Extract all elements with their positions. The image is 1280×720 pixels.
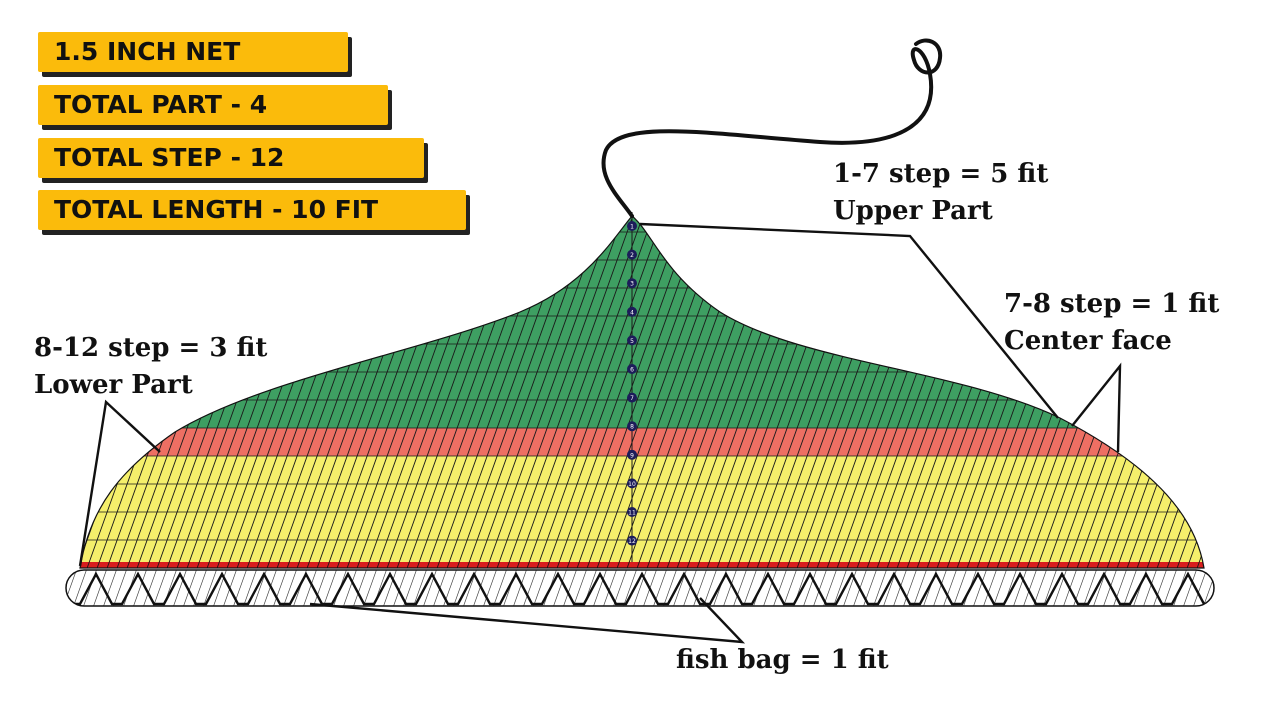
upper-part-label: 1-7 step = 5 fit Upper Part bbox=[833, 156, 1048, 230]
step-marker: 1 bbox=[627, 221, 637, 231]
upper-part-name: Upper Part bbox=[833, 196, 993, 226]
step-marker: 10 bbox=[627, 478, 637, 489]
step-marker: 11 bbox=[627, 507, 637, 517]
badge-net-size: 1.5 INCH NET bbox=[38, 32, 348, 72]
lower-part-step-text: 8-12 step = 3 fit bbox=[34, 333, 268, 363]
upper-part-leader bbox=[639, 222, 1059, 419]
step-number: 10 bbox=[628, 481, 636, 488]
step-marker: 9 bbox=[627, 449, 637, 460]
center-face-step-text: 7-8 step = 1 fit bbox=[1004, 289, 1220, 319]
upper-part-step-text: 1-7 step = 5 fit bbox=[833, 159, 1049, 189]
hand-rope bbox=[601, 38, 943, 218]
step-marker: 2 bbox=[627, 249, 637, 260]
step-marker: 12 bbox=[627, 535, 637, 546]
step-number: 4 bbox=[630, 309, 634, 316]
center-face-leader bbox=[1071, 362, 1122, 453]
step-number: 5 bbox=[630, 338, 634, 345]
badge-total-part: TOTAL PART - 4 bbox=[38, 85, 388, 125]
step-marker: 4 bbox=[627, 306, 637, 317]
step-marker: 7 bbox=[627, 392, 637, 403]
step-marker: 3 bbox=[627, 278, 637, 289]
lower-part-label: 8-12 step = 3 fit Lower Part bbox=[34, 330, 267, 404]
step-marker: 8 bbox=[627, 421, 637, 432]
step-number: 7 bbox=[630, 395, 634, 402]
fish-bag-leader bbox=[309, 597, 746, 644]
step-number: 2 bbox=[630, 252, 634, 259]
step-number: 11 bbox=[628, 510, 636, 517]
step-number: 8 bbox=[630, 424, 634, 431]
step-number: 9 bbox=[630, 452, 634, 459]
step-number: 1 bbox=[630, 224, 634, 231]
step-number: 3 bbox=[630, 281, 634, 288]
fish-bag-text: fish bag = 1 fit bbox=[676, 645, 889, 675]
step-marker: 6 bbox=[627, 364, 637, 374]
lower-part-name: Lower Part bbox=[34, 370, 193, 400]
step-number: 12 bbox=[628, 538, 636, 545]
fish-bag-pockets bbox=[70, 571, 1214, 606]
fish-bag bbox=[65, 569, 1215, 607]
net-outline bbox=[79, 215, 1205, 569]
lower-part-leader bbox=[78, 399, 161, 567]
step-marker: 5 bbox=[627, 335, 637, 346]
badge-total-length: TOTAL LENGTH - 10 FIT bbox=[38, 190, 466, 230]
leader-lines bbox=[78, 222, 1122, 644]
badge-total-step: TOTAL STEP - 12 bbox=[38, 138, 424, 178]
center-face-name: Center face bbox=[1004, 326, 1172, 356]
fish-bag-label: fish bag = 1 fit bbox=[676, 642, 889, 679]
center-face-label: 7-8 step = 1 fit Center face bbox=[1004, 286, 1219, 360]
step-number: 6 bbox=[630, 367, 634, 374]
